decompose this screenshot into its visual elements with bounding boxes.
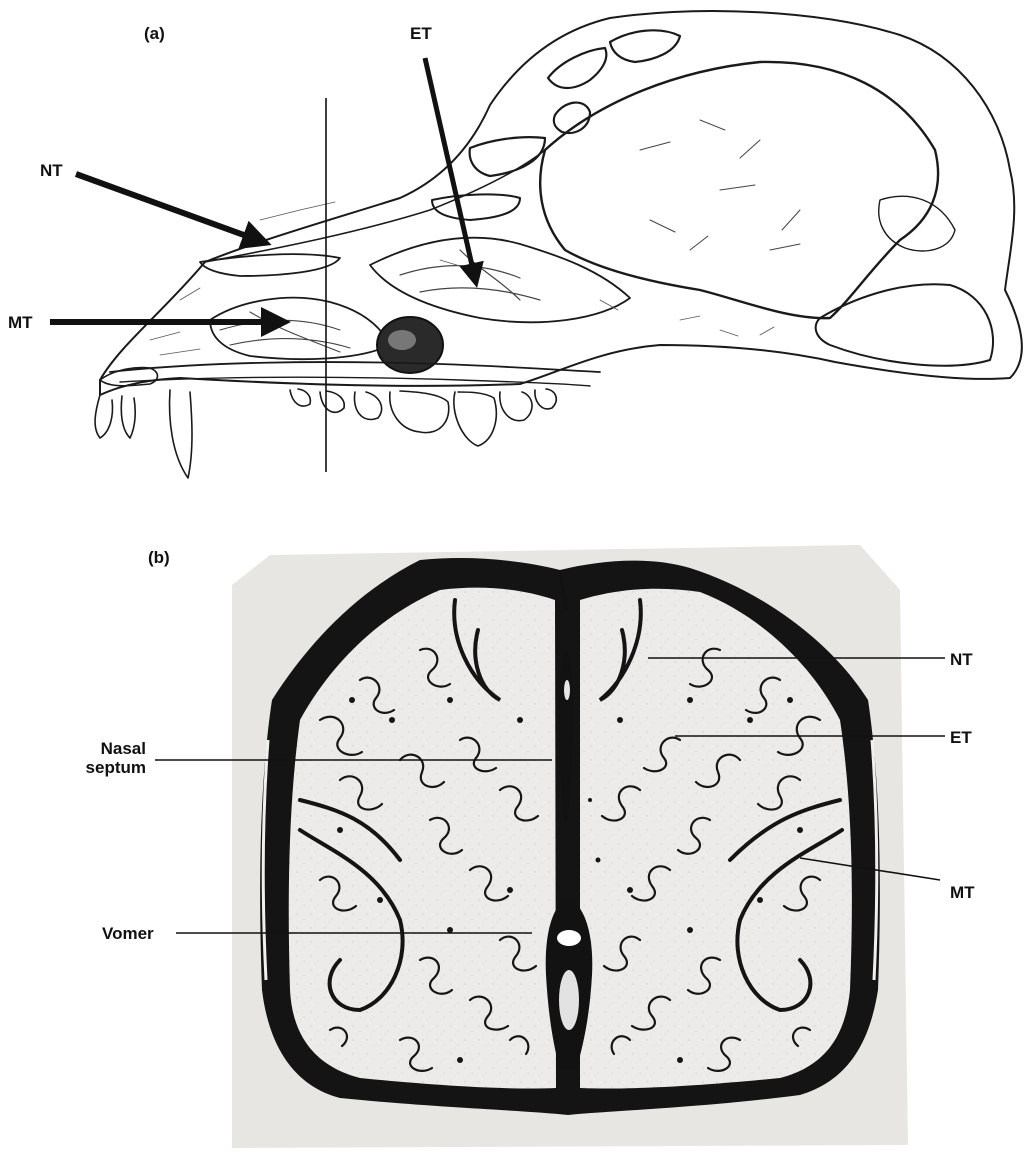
et-label-b: ET xyxy=(950,728,972,747)
nasal-septum-label: Nasal septum xyxy=(62,739,146,777)
ct-cross-section xyxy=(155,545,945,1148)
vomer-label: Vomer xyxy=(102,924,154,943)
et-label-a: ET xyxy=(410,24,432,43)
et-arrow xyxy=(425,58,476,283)
cranial-cavity xyxy=(540,62,938,318)
nt-label-b: NT xyxy=(950,650,973,669)
nasal-septum-label-line-1: Nasal xyxy=(62,739,146,758)
mt-label-a: MT xyxy=(8,313,33,332)
panel-a-label: (a) xyxy=(144,24,165,43)
nasal-turbinate-scroll xyxy=(200,254,340,276)
palate xyxy=(110,362,600,372)
nt-arrow xyxy=(76,174,266,243)
panel-b-label: (b) xyxy=(148,548,170,567)
skull-sagittal-drawing xyxy=(95,11,1022,478)
maxilloturbinate-region xyxy=(210,298,390,359)
nt-label-a: NT xyxy=(40,161,63,180)
ethmoturbinate-region xyxy=(370,238,630,323)
mt-label-b: MT xyxy=(950,883,975,902)
skull-outline xyxy=(100,11,1022,395)
nasal-septum-label-line-2: septum xyxy=(62,758,146,777)
